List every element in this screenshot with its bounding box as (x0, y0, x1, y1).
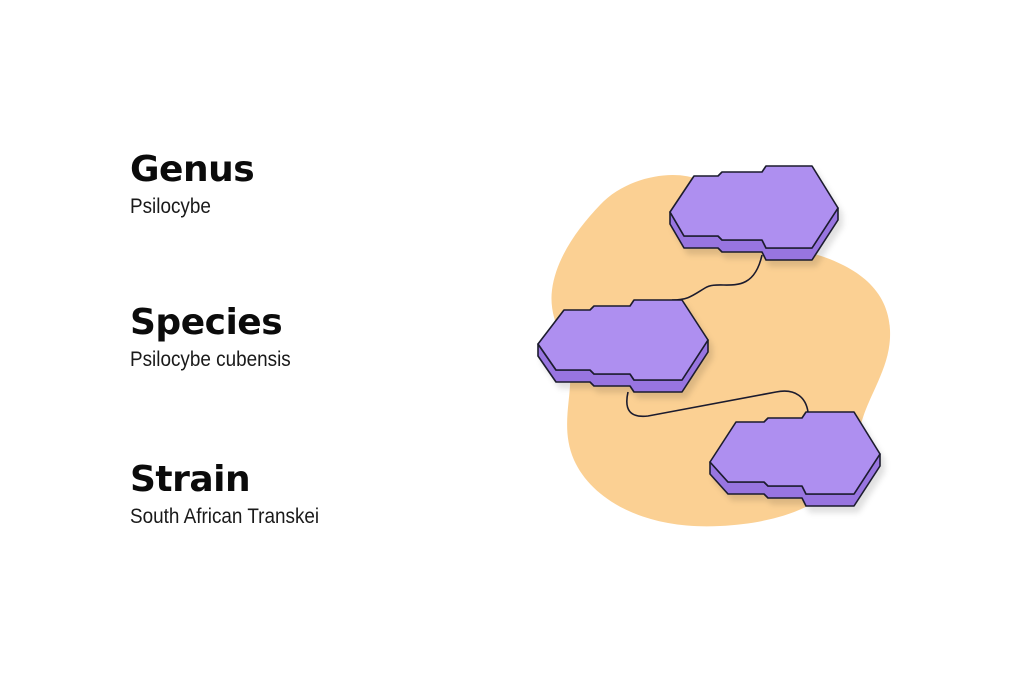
genus-heading: Genus (130, 149, 255, 190)
species-entry: Species Psilocybe cubensis (130, 301, 309, 373)
species-value: Psilocybe cubensis (130, 348, 291, 371)
species-block-top (537, 299, 709, 381)
strain-value: South African Transkei (130, 505, 320, 528)
connector-species-strain (626, 390, 809, 418)
species-block (537, 299, 709, 393)
genus-entry: Genus Psilocybe (130, 148, 255, 220)
species-heading: Species (130, 302, 283, 343)
strain-block-top (709, 411, 881, 495)
connector-genus-species (671, 254, 763, 301)
strain-heading: Strain (130, 459, 251, 500)
taxonomy-labels: Genus Psilocybe Species Psilocybe cubens… (130, 0, 490, 683)
genus-block-top (669, 165, 839, 249)
genus-block (669, 165, 839, 261)
strain-block (709, 411, 881, 507)
strain-entry: Strain South African Transkei (130, 458, 340, 530)
genus-value: Psilocybe (130, 195, 211, 218)
